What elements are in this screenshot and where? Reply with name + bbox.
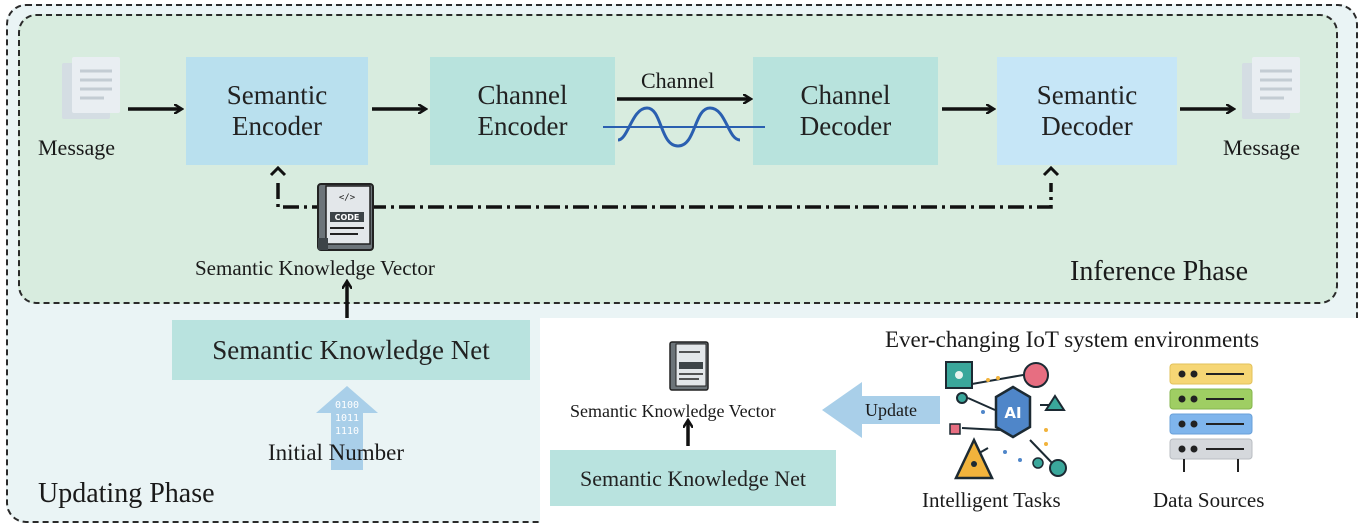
message-in-icon [62, 57, 120, 119]
update-label: Update [865, 400, 917, 420]
code-book-icon-small [669, 341, 709, 391]
knowledge-net-box-right: Semantic Knowledge Net [550, 450, 836, 506]
channel-decoder-label: Channel Decoder [799, 80, 892, 141]
knowledge-vector-label-right: Semantic Knowledge Vector [570, 401, 776, 421]
data-sources-label: Data Sources [1153, 488, 1265, 512]
update-arrow [822, 382, 940, 438]
arrow-to-semantic-encoder [269, 165, 287, 177]
initial-number-arrow: 0100 1011 1110 [316, 386, 378, 470]
semantic-encoder-label: Semantic Encoder [226, 80, 328, 141]
channel-decoder-box: Channel Decoder [753, 57, 938, 165]
semantic-decoder-label: Semantic Decoder [1036, 80, 1138, 141]
bits-row-2: 1011 [335, 413, 359, 424]
data-sources-icon [1169, 363, 1253, 472]
bits-row-1: 0100 [335, 400, 359, 411]
updating-phase-label: Updating Phase [38, 478, 215, 509]
knowledge-feedback-line [276, 183, 1053, 209]
code-badge-text: CODE [335, 213, 360, 222]
knowledge-net-label-left: Semantic Knowledge Net [212, 334, 490, 365]
server-rack-2 [1169, 388, 1253, 410]
channel-encoder-label: Channel Encoder [477, 80, 568, 141]
channel-wave-icon [603, 106, 765, 148]
inference-phase-label: Inference Phase [1070, 256, 1249, 287]
server-rack-1 [1169, 363, 1253, 385]
code-tag-text: </> [339, 193, 356, 203]
semantic-encoder-box: Semantic Encoder [186, 57, 368, 165]
ai-badge-text: AI [1004, 404, 1021, 422]
message-out-label: Message [1223, 135, 1300, 160]
server-rack-4 [1169, 438, 1253, 460]
initial-number-label: Initial Number [268, 440, 405, 465]
bits-row-3: 1110 [335, 426, 359, 437]
server-rack-3 [1169, 413, 1253, 435]
environments-title: Ever-changing IoT system environments [885, 327, 1260, 352]
message-out-icon [1242, 57, 1300, 119]
channel-encoder-box: Channel Encoder [430, 57, 615, 165]
knowledge-vector-label: Semantic Knowledge Vector [195, 256, 435, 280]
channel-label: Channel [641, 68, 715, 93]
knowledge-net-label-right: Semantic Knowledge Net [579, 465, 807, 491]
message-in-label: Message [38, 135, 115, 160]
ai-tasks-icon: AI [945, 361, 1067, 480]
arrow-to-semantic-decoder [1042, 165, 1060, 177]
intelligent-tasks-label: Intelligent Tasks [922, 488, 1061, 512]
code-book-icon: CODE </> [317, 183, 374, 251]
semantic-decoder-box: Semantic Decoder [997, 57, 1177, 165]
knowledge-net-box-left: Semantic Knowledge Net [172, 320, 530, 380]
